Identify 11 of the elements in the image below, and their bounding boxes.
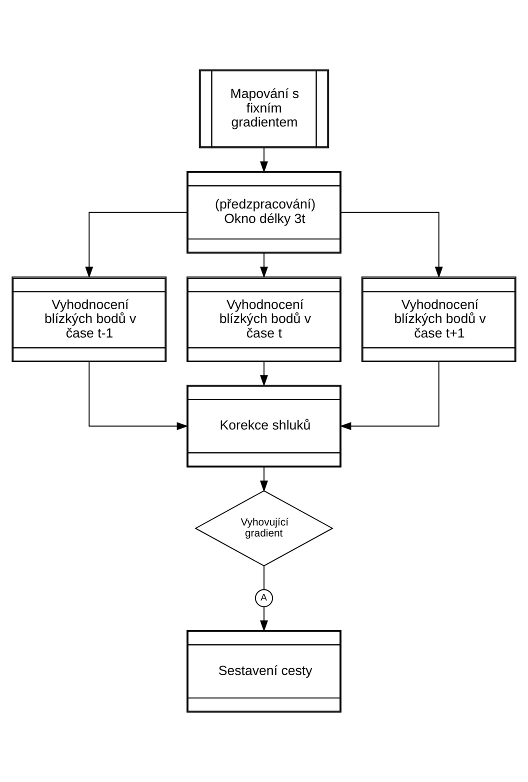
- arrow: [260, 466, 268, 492]
- arrow: [260, 252, 268, 278]
- node-diamond: Vyhovující gradient: [194, 490, 334, 566]
- arrow: [340, 361, 440, 430]
- node-circle: A: [254, 589, 274, 608]
- arrow: [340, 212, 443, 278]
- arrow: [88, 361, 188, 430]
- arrow: [85, 212, 188, 278]
- arrow: [260, 147, 268, 173]
- arrow: [260, 606, 268, 632]
- arrow: [260, 361, 268, 387]
